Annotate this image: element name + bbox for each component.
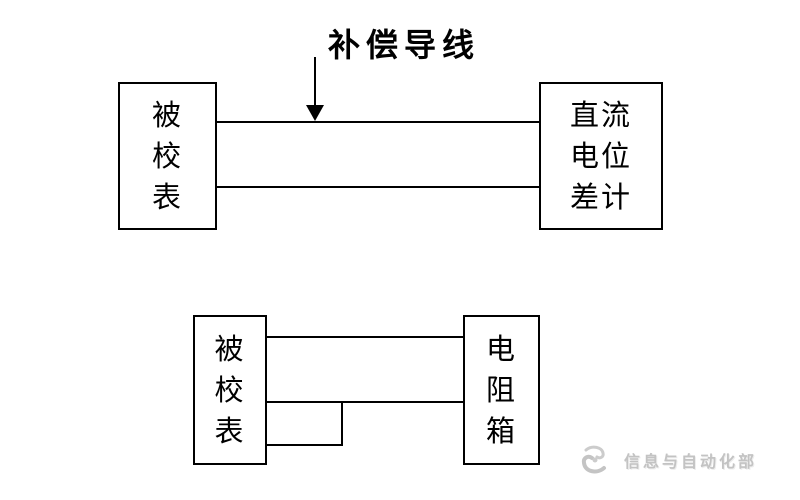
box-text-line: 电位: [569, 138, 632, 173]
bottom-wire-middle: [266, 401, 464, 403]
compensation-wire-label: 补偿导线: [328, 26, 481, 64]
bottom-wire-stub: [266, 444, 343, 446]
box-text-line: 被: [151, 97, 183, 132]
box-text-line: 差计: [569, 179, 632, 214]
swirl-logo-icon: [581, 445, 606, 474]
watermark: 信息与自动化部: [576, 444, 757, 476]
box-text-line: 校: [214, 372, 246, 407]
meter-under-test-box-bottom: 被 校 表: [193, 315, 267, 465]
down-arrow-shaft: [314, 57, 316, 107]
box-text-line: 表: [214, 413, 246, 448]
box-text-line: 被: [214, 331, 246, 366]
watermark-text: 信息与自动化部: [624, 452, 758, 471]
top-wire-upper: [216, 121, 540, 123]
dc-potentiometer-box: 直流 电位 差计: [539, 82, 663, 230]
box-text-line: 校: [151, 138, 183, 173]
bottom-wire-vertical-link: [341, 401, 343, 446]
box-text-line: 直流: [569, 97, 632, 132]
resistance-box: 电 阻 箱: [463, 315, 540, 465]
box-text-line: 电: [485, 331, 517, 366]
top-wire-lower: [216, 186, 540, 188]
box-text-line: 箱: [485, 413, 517, 448]
down-arrow-icon: [306, 105, 324, 121]
box-text-line: 表: [151, 179, 183, 214]
box-text-line: 阻: [485, 372, 517, 407]
bottom-wire-upper: [266, 336, 464, 338]
meter-under-test-box-top: 被 校 表: [118, 82, 217, 230]
